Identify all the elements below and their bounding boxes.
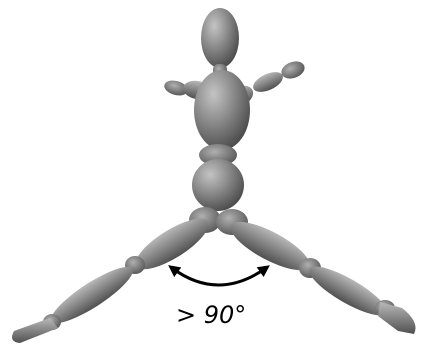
mannequin-torso bbox=[192, 70, 250, 211]
angle-arc-arrow bbox=[172, 268, 266, 285]
angle-annotation-label: > 90° bbox=[176, 298, 256, 332]
mannequin-head bbox=[201, 8, 239, 78]
